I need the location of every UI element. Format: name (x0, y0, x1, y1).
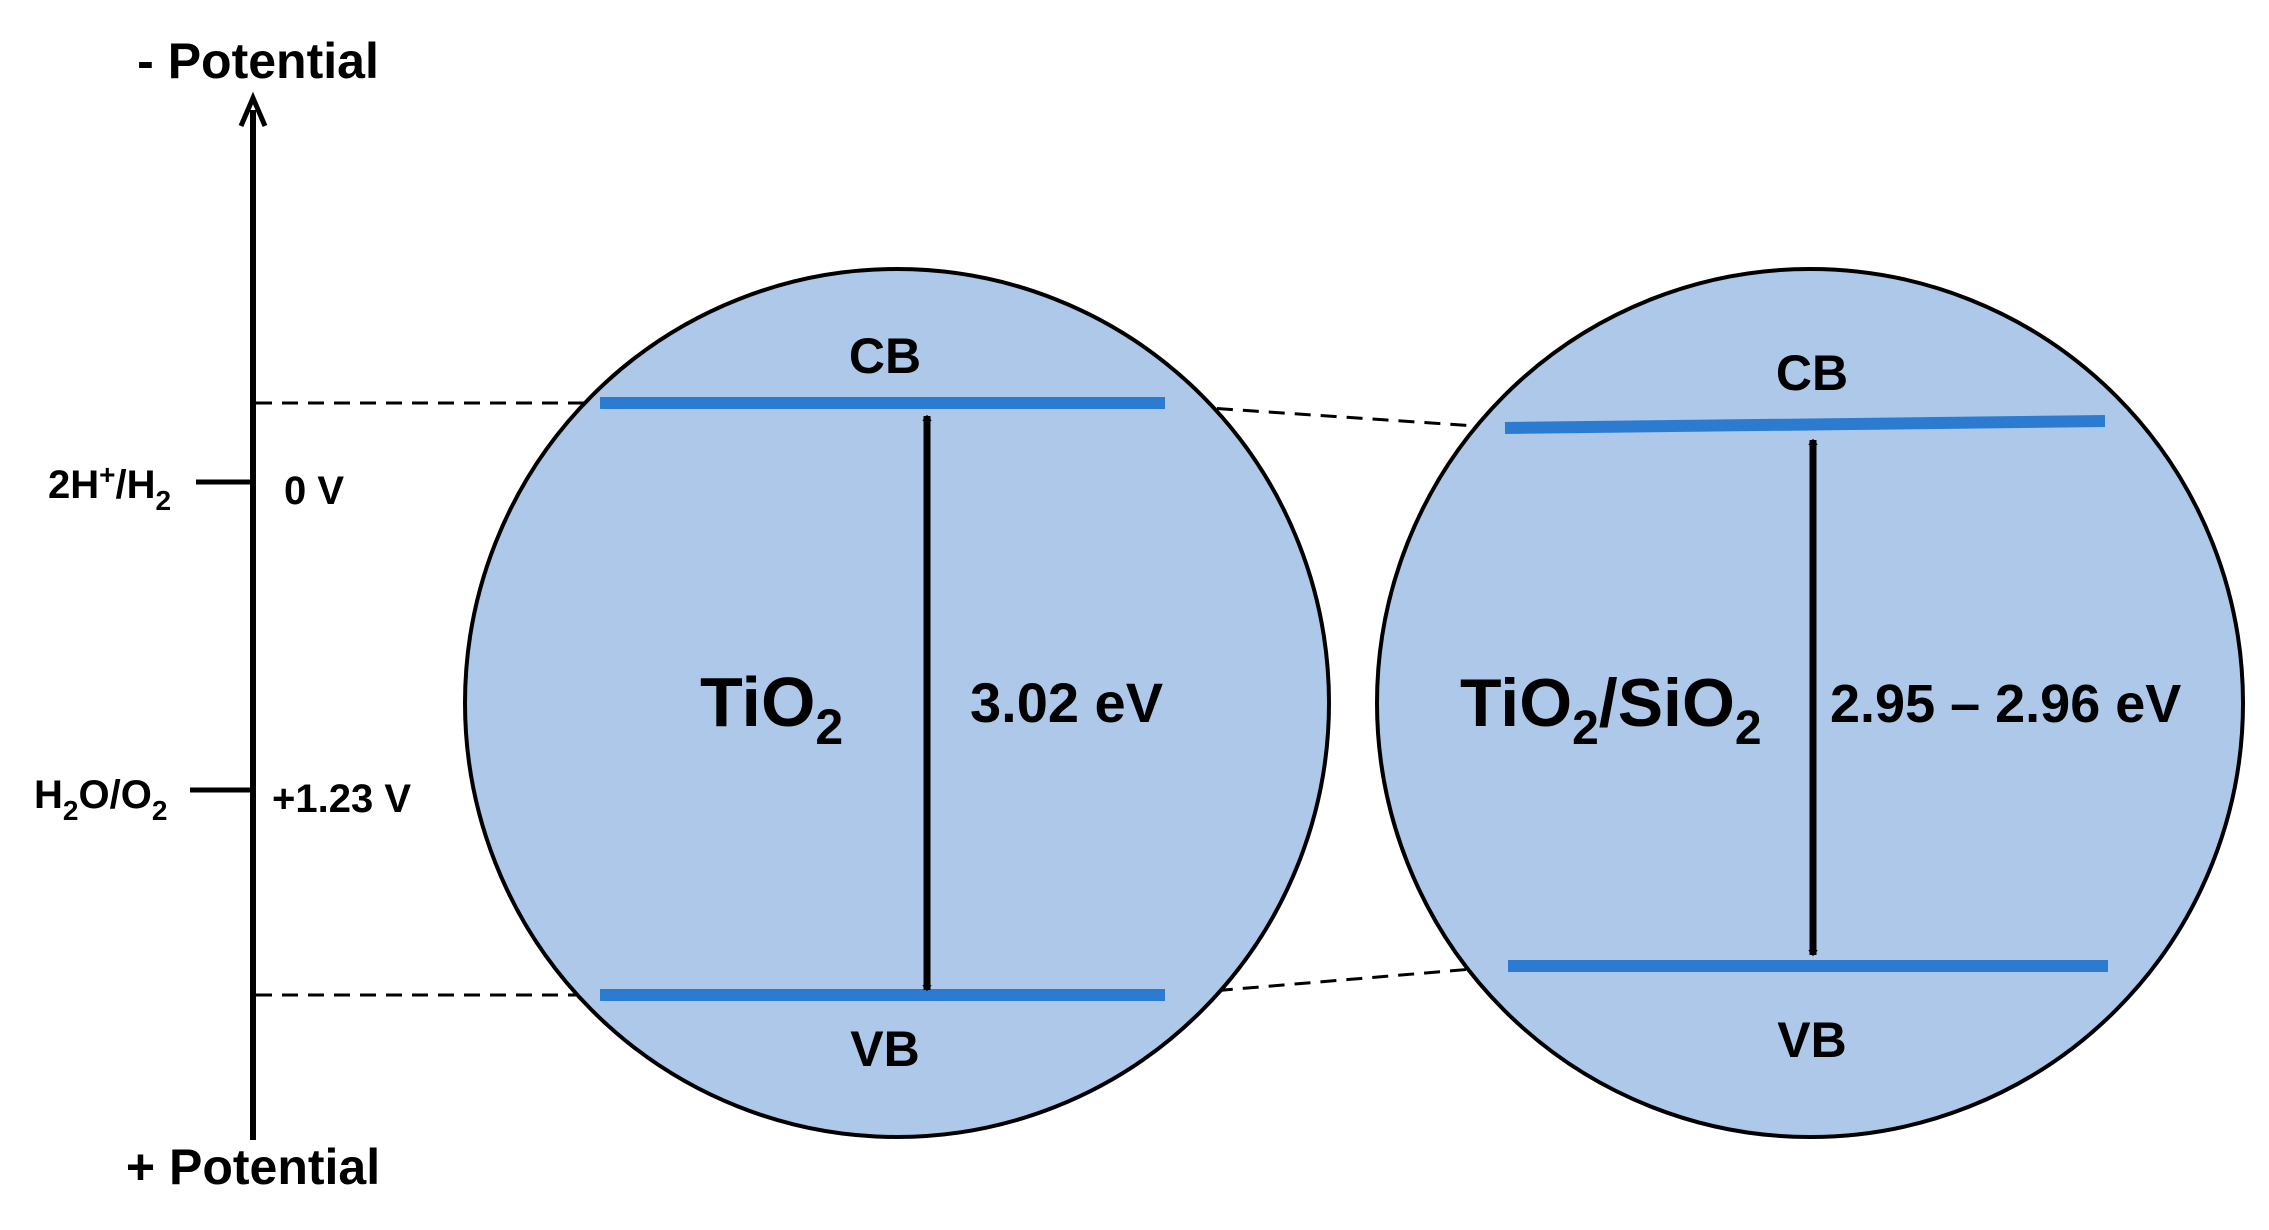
vb-label: VB (1777, 1012, 1846, 1068)
material-circle (463, 267, 1331, 1139)
conduction-band-line (1504, 415, 2106, 434)
vb-label: VB (850, 1021, 919, 1077)
band-gap-value: 3.02 eV (970, 671, 1163, 734)
reference-oxygen: H2O/O2 +1.23 V (34, 773, 411, 826)
axis-bottom-label: + Potential (126, 1139, 380, 1195)
reference-hydrogen: 2H+/H2 0 V (48, 459, 344, 516)
cb-label: CB (849, 328, 921, 384)
axis-arrow-icon (238, 91, 268, 127)
potential-axis: - Potential + Potential (126, 33, 380, 1195)
material-tio2-sio2: CB VB TiO2/SiO2 2.95 – 2.96 eV (1375, 267, 2245, 1139)
cb-dashed-right (1164, 403, 1506, 430)
band-gap-value: 2.95 – 2.96 eV (1830, 674, 2181, 734)
reference-potential-label: +1.23 V (272, 777, 411, 821)
material-tio2: CB VB TiO2 3.02 eV (463, 267, 1331, 1139)
reference-couple-label: H2O/O2 (34, 773, 167, 826)
reference-couple-label: 2H+/H2 (48, 459, 171, 516)
material-name: TiO2 (700, 663, 843, 755)
reference-potential-label: 0 V (284, 469, 344, 513)
cb-label: CB (1776, 345, 1848, 401)
axis-top-label: - Potential (137, 33, 379, 89)
material-name: TiO2/SiO2 (1460, 665, 1762, 755)
